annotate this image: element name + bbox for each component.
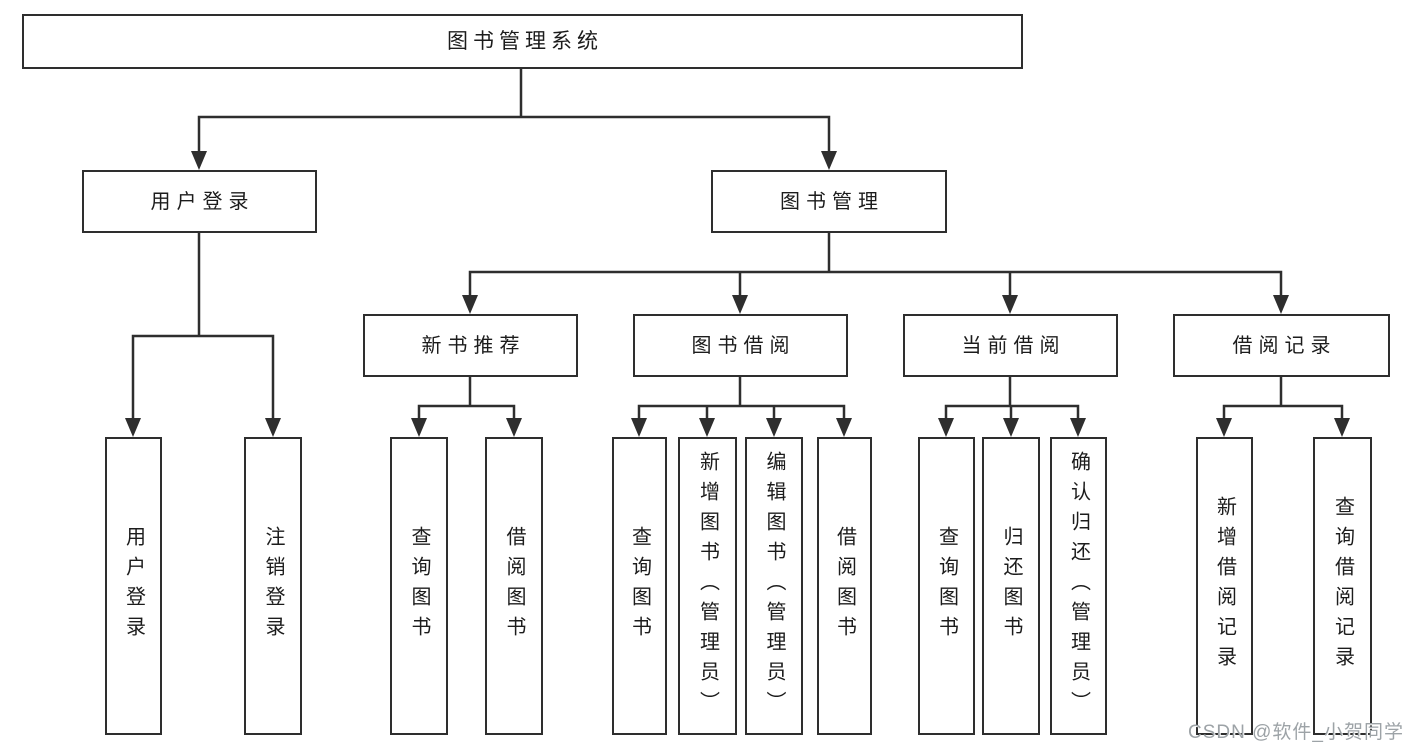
arrow-down-icon (1003, 418, 1019, 437)
node-label: 新书推荐 (421, 334, 526, 357)
leaf-confirm-return-admin: 确认归还（管理员） (1050, 437, 1107, 735)
node-label: 借阅图书 (833, 526, 856, 646)
node-label: 新增借阅记录 (1213, 496, 1236, 676)
arrow-down-icon (1216, 418, 1232, 437)
arrow-down-icon (462, 295, 478, 314)
node-label: 借阅图书 (503, 526, 525, 646)
arrow-down-icon (821, 151, 837, 170)
connector-new-book-split (417, 375, 516, 421)
node-label: 图书借阅 (691, 334, 796, 357)
leaf-add-book-admin: 新增图书（管理员） (678, 437, 737, 735)
connector-current-borrow-split (944, 375, 1080, 421)
leaf-logout: 注销登录 (244, 437, 302, 735)
arrow-down-icon (506, 418, 522, 437)
leaf-return-book: 归还图书 (982, 437, 1040, 735)
node-label: 查询图书 (408, 526, 430, 646)
node-label: 归还图书 (1000, 526, 1022, 646)
leaf-user-login: 用户登录 (105, 437, 162, 735)
node-label: 用户登录 (150, 190, 255, 213)
leaf-query-book-recommend: 查询图书 (390, 437, 448, 735)
leaf-query-book: 查询图书 (612, 437, 667, 735)
arrow-down-icon (1334, 418, 1350, 437)
leaf-add-borrow-record: 新增借阅记录 (1196, 437, 1253, 735)
arrow-down-icon (411, 418, 427, 437)
node-current-borrow: 当前借阅 (903, 314, 1118, 377)
arrow-down-icon (836, 418, 852, 437)
arrow-down-icon (732, 295, 748, 314)
node-label: 查询图书 (935, 526, 958, 646)
node-label: 新增图书（管理员） (696, 451, 719, 721)
arrow-down-icon (125, 418, 141, 437)
node-library-management-system: 图书管理系统 (22, 14, 1023, 69)
leaf-borrow-book-recommend: 借阅图书 (485, 437, 543, 735)
node-label: 借阅记录 (1232, 334, 1337, 357)
arrow-down-icon (1002, 295, 1018, 314)
node-label: 当前借阅 (961, 334, 1066, 357)
node-book-management: 图书管理 (711, 170, 947, 233)
connector-borrow-record-split (1222, 375, 1344, 421)
arrow-down-icon (1070, 418, 1086, 437)
node-book-borrow: 图书借阅 (633, 314, 848, 377)
leaf-borrow-book: 借阅图书 (817, 437, 872, 735)
node-label: 确认归还（管理员） (1067, 451, 1090, 721)
arrow-down-icon (766, 418, 782, 437)
connector-user-login-split (131, 231, 275, 421)
arrow-down-icon (699, 418, 715, 437)
node-label: 用户登录 (122, 526, 145, 646)
arrow-down-icon (1273, 295, 1289, 314)
node-borrow-records: 借阅记录 (1173, 314, 1390, 377)
connector-book-borrow-split (637, 375, 846, 421)
leaf-query-borrow-record: 查询借阅记录 (1313, 437, 1372, 735)
leaf-query-current-borrow: 查询图书 (918, 437, 975, 735)
connector-root-split (197, 67, 831, 154)
arrow-down-icon (265, 418, 281, 437)
node-new-book-recommend: 新书推荐 (363, 314, 578, 377)
arrow-down-icon (938, 418, 954, 437)
node-label: 图书管理系统 (447, 30, 603, 53)
connector-book-management-split (468, 231, 1283, 298)
node-label: 注销登录 (262, 526, 284, 646)
arrow-down-icon (631, 418, 647, 437)
node-label: 编辑图书（管理员） (763, 451, 785, 721)
csdn-watermark: CSDN @软件_小贺同学 (1188, 722, 1404, 743)
node-label: 图书管理 (780, 190, 884, 213)
leaf-edit-book-admin: 编辑图书（管理员） (745, 437, 803, 735)
node-label: 查询图书 (628, 526, 651, 646)
node-user-login: 用户登录 (82, 170, 317, 233)
node-label: 查询借阅记录 (1331, 496, 1354, 676)
arrow-down-icon (191, 151, 207, 170)
